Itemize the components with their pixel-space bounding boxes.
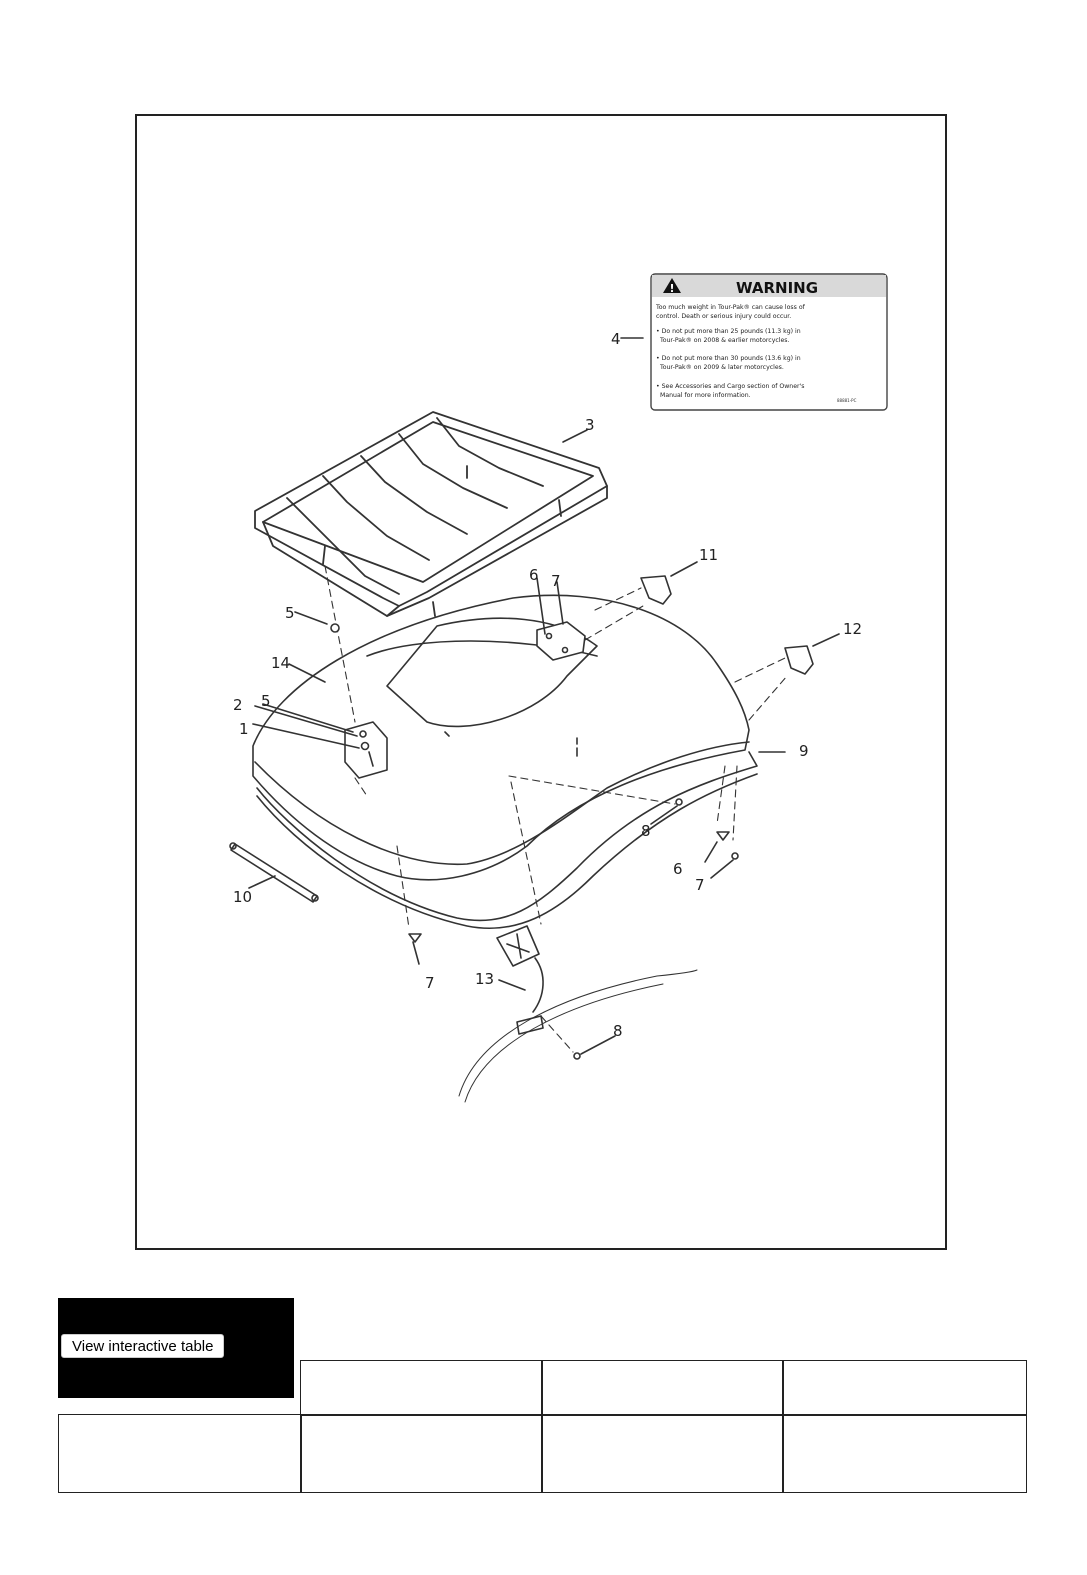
latch-11 [640,561,698,605]
callout-10: 10 [233,888,252,906]
callout-7-lower: 7 [425,974,435,992]
callout-3: 3 [585,416,595,434]
svg-text:Tour-Pak® on 2009 & later moto: Tour-Pak® on 2009 & later motorcycles. [659,363,784,371]
svg-text:Too much weight in Tour-Pak® c: Too much weight in Tour-Pak® can cause l… [655,303,806,311]
callout-12: 12 [843,620,862,638]
callout-9: 9 [799,742,809,760]
callout-8-lower: 8 [613,1022,623,1040]
view-interactive-table-button[interactable]: View interactive table [61,1334,225,1358]
svg-text:• Do not put more than 25 poun: • Do not put more than 25 pounds (11.3 k… [656,328,801,335]
callout-13: 13 [475,970,494,988]
callout-7-right: 7 [695,876,705,894]
svg-text:Tour-Pak® on 2008 & earlier mo: Tour-Pak® on 2008 & earlier motorcycles. [659,336,790,344]
svg-text:Manual for more information.: Manual for more information. [660,392,751,399]
table-header-cell [300,1360,543,1416]
table-header-cell [541,1360,784,1416]
exploded-parts-diagram: ! [135,114,947,1250]
luggage-rack [254,411,608,617]
table-cell [300,1414,543,1493]
callout-7-upper: 7 [551,572,561,590]
table-cell [58,1414,302,1493]
callout-14: 14 [271,654,290,672]
callout-6-lower: 6 [673,860,683,878]
svg-text:WARNING: WARNING [736,279,818,297]
table-header-block: View interactive table [58,1298,294,1398]
callout-2: 2 [233,696,243,714]
warning-triangle-icon [663,278,681,293]
callout-labels: 1 2 3 4 5 5 6 6 7 7 7 7 8 8 9 10 11 12 1… [233,330,862,1040]
warning-label: ! [650,273,888,411]
callout-6-upper: 6 [529,566,539,584]
callout-11: 11 [699,546,718,564]
svg-text:• See Accessories and Cargo se: • See Accessories and Cargo section of O… [656,383,805,390]
parts-table: View interactive table [58,1298,1027,1494]
table-cell [541,1414,784,1493]
callout-8-upper: 8 [641,822,651,840]
callout-5-upper: 5 [285,604,295,622]
tour-pak-gasket [256,751,758,930]
warning-label-text: WARNING Too much weight in Tour-Pak® can… [655,279,857,403]
table-cell [782,1414,1027,1493]
callout-4: 4 [611,330,621,348]
diagram-drawing: ! [229,273,888,1103]
svg-text:control. Death or serious inju: control. Death or serious injury could o… [656,313,791,320]
light-assembly [496,925,544,1035]
table-header-cell [782,1360,1027,1416]
table-grid [58,1360,1027,1493]
latch-12 [784,633,840,675]
tour-pak-lid [252,594,750,881]
svg-text:!: ! [669,282,674,295]
tether-strap [229,842,319,903]
svg-text:• Do not put more than 30 poun: • Do not put more than 30 pounds (13.6 k… [656,355,801,362]
svg-text:88881-PC: 88881-PC [837,398,857,403]
callout-5-lower: 5 [261,692,271,710]
callout-1: 1 [239,720,249,738]
